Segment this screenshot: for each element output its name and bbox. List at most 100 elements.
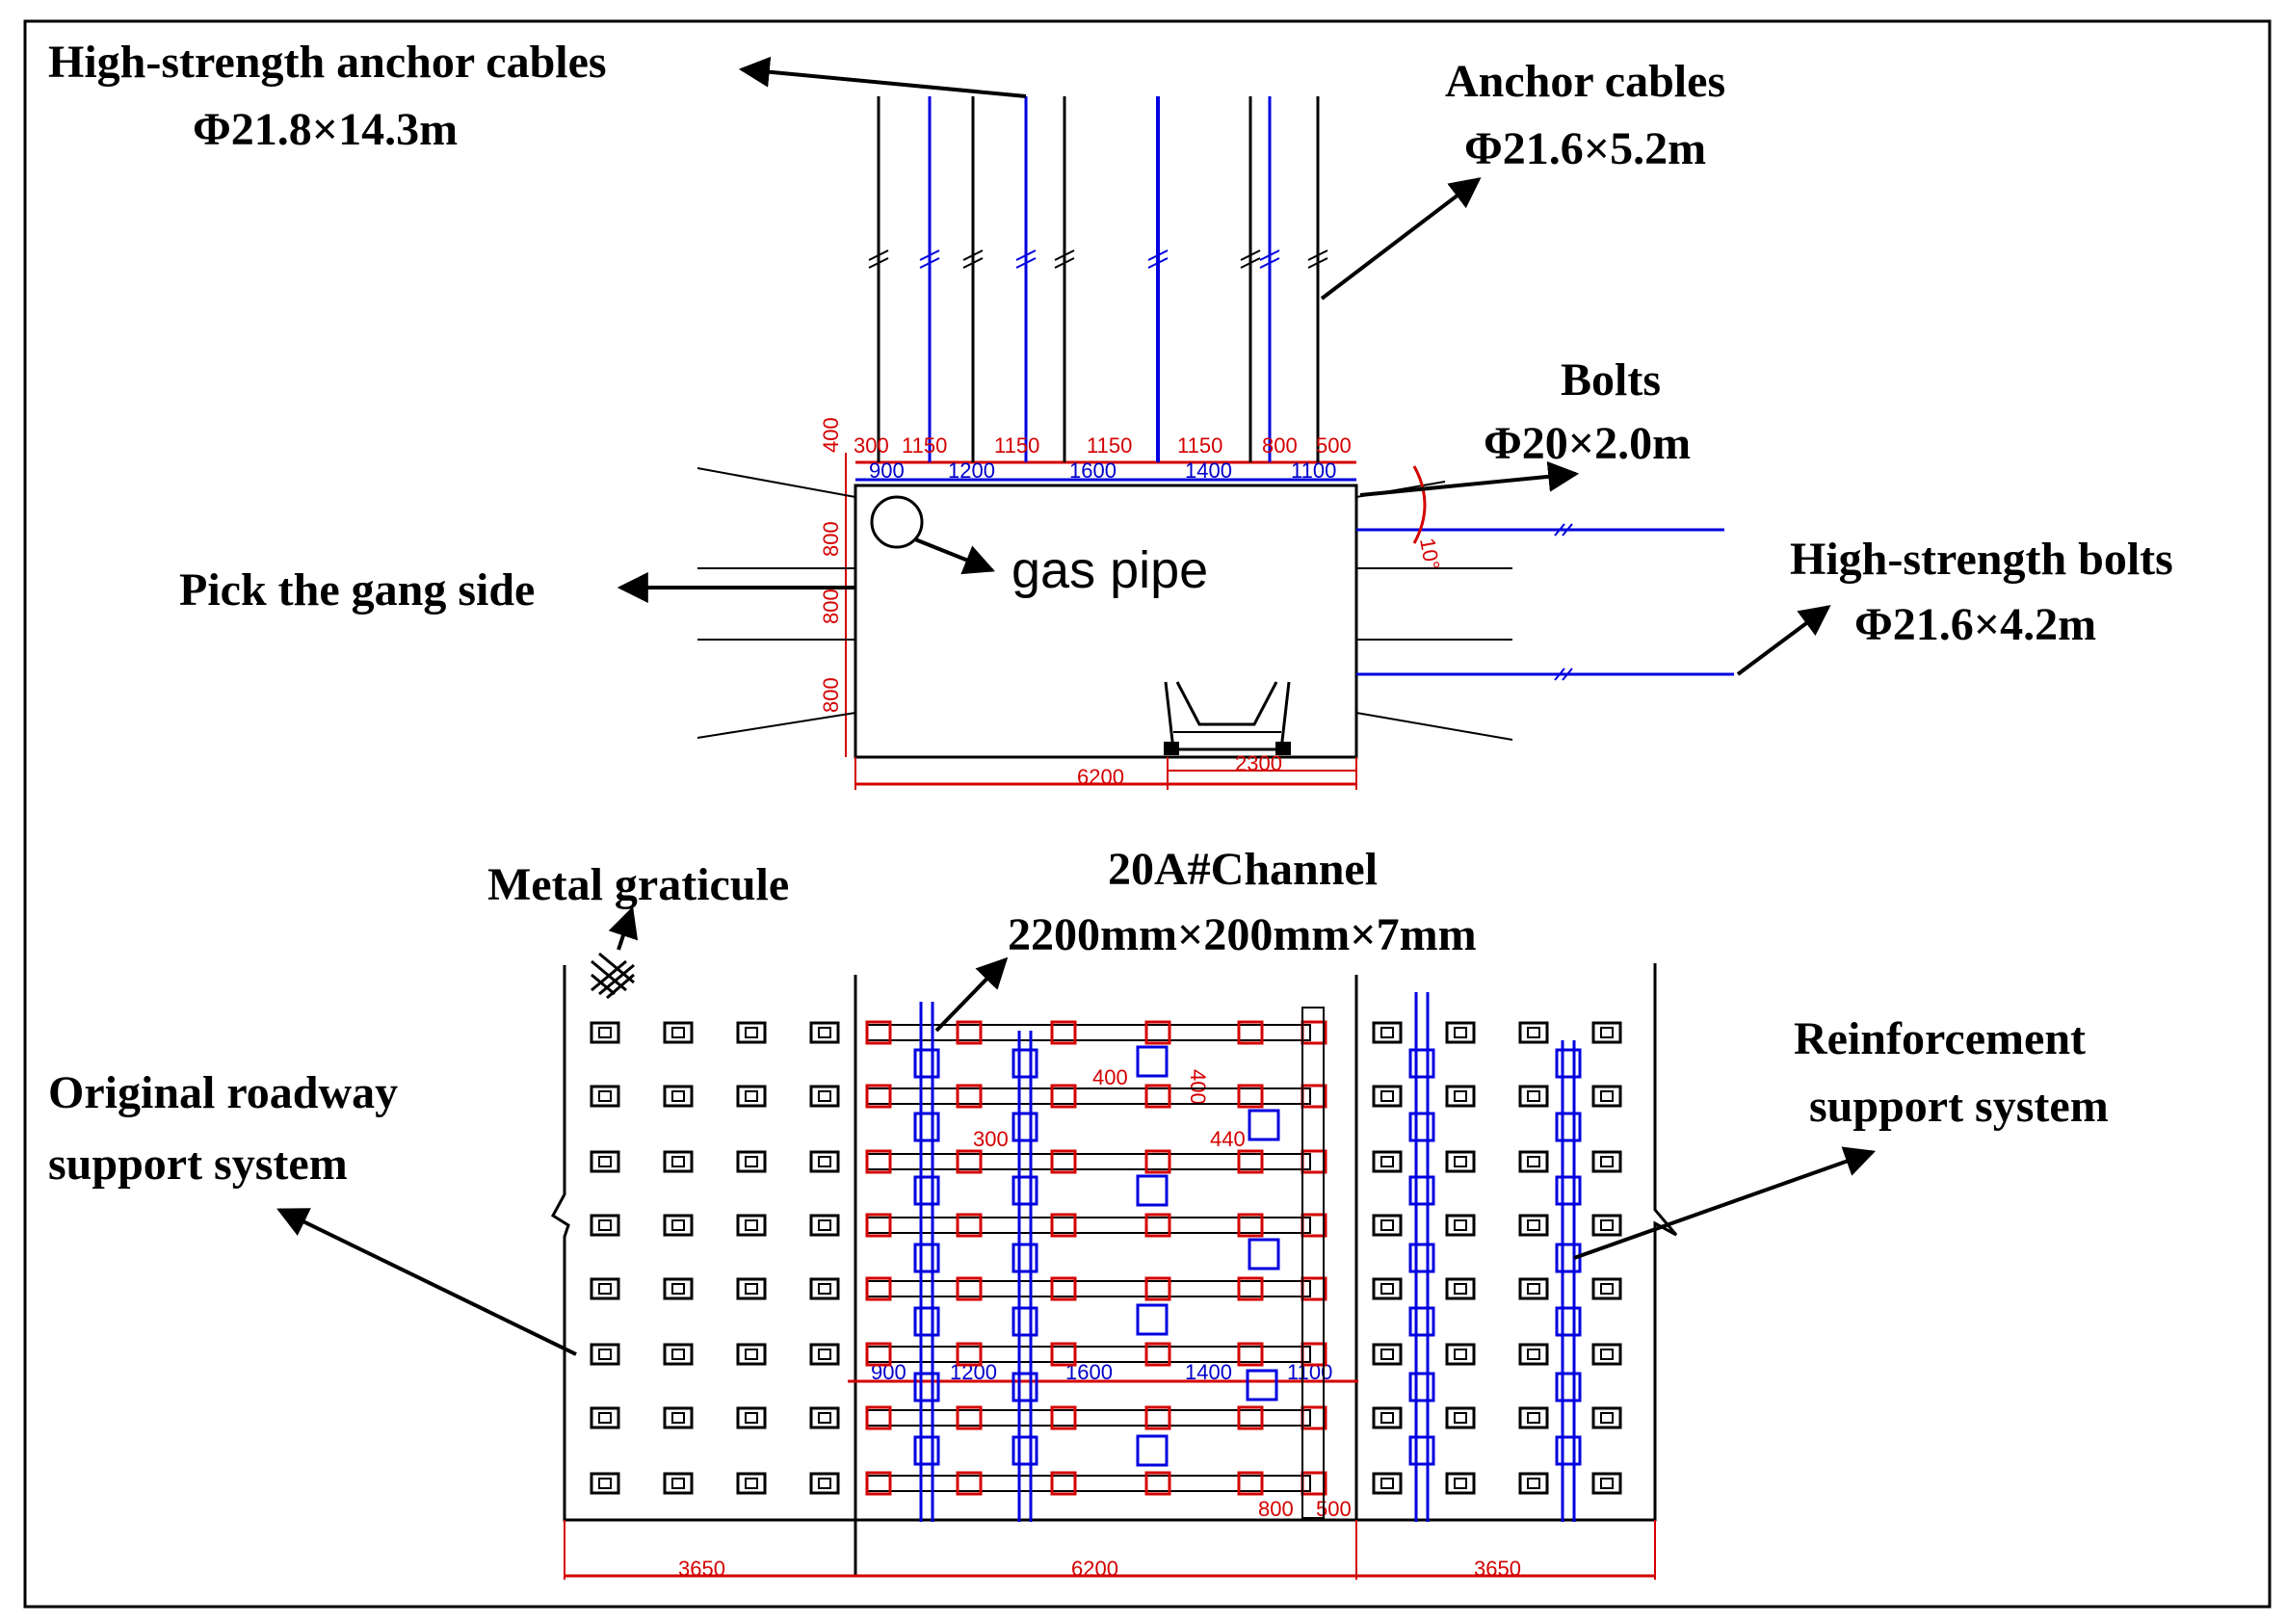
red-plate [1050, 1471, 1077, 1496]
bearing-plate-core [1600, 1156, 1614, 1167]
bearing-plate [1591, 1343, 1622, 1366]
red-plate [865, 1020, 892, 1045]
bearing-plate-core [1527, 1027, 1540, 1038]
bearing-plate-core [598, 1478, 612, 1489]
red-plate [1050, 1405, 1077, 1430]
bearing-plate-core [671, 1156, 685, 1167]
red-plate [865, 1342, 892, 1367]
red-plate [1144, 1213, 1171, 1238]
svg-text:300: 300 [973, 1127, 1009, 1151]
svg-text:300: 300 [854, 433, 889, 458]
bearing-plate-core [818, 1027, 831, 1038]
bearing-plate-core [818, 1283, 831, 1295]
blue-plate [1012, 1048, 1038, 1079]
red-plate [956, 1020, 983, 1045]
blue-plate [1012, 1306, 1038, 1337]
bearing-plate-core [818, 1219, 831, 1231]
bearing-plate-core [745, 1027, 758, 1038]
bearing-plate-core [1527, 1283, 1540, 1295]
blue-plate [1555, 1243, 1582, 1273]
bearing-plate [736, 1214, 767, 1237]
svg-text:800: 800 [1262, 433, 1298, 458]
bearing-plate [1445, 1406, 1476, 1429]
bearing-plate [1445, 1150, 1476, 1173]
bearing-plate-core [745, 1349, 758, 1360]
bearing-plate [1372, 1343, 1403, 1366]
anchor-cables-title: Anchor cables [1445, 56, 1725, 107]
bearing-plate-core [671, 1219, 685, 1231]
bearing-plate-core [1527, 1412, 1540, 1424]
red-plate [1237, 1342, 1264, 1367]
blue-plate [1012, 1435, 1038, 1466]
svg-text:1150: 1150 [902, 433, 947, 458]
svg-text:800: 800 [819, 589, 843, 624]
bearing-plate-core [598, 1156, 612, 1167]
blue-plate [913, 1112, 940, 1142]
bearing-plate-core [818, 1349, 831, 1360]
plan-dim-right: 3650 [1474, 1557, 1521, 1581]
blue-plate [1408, 1306, 1435, 1337]
blue-square [1136, 1174, 1169, 1207]
bearing-plate [809, 1021, 840, 1044]
bearing-plate-core [745, 1478, 758, 1489]
red-plate [1050, 1020, 1077, 1045]
blue-plate [913, 1175, 940, 1206]
svg-text:800: 800 [819, 677, 843, 713]
bearing-plate [736, 1406, 767, 1429]
bearing-plate-core [1600, 1349, 1614, 1360]
reinforcement-label-1: Reinforcement [1794, 1013, 2086, 1064]
bearing-plate [1372, 1277, 1403, 1300]
bearing-plate [663, 1214, 694, 1237]
red-plate [1050, 1342, 1077, 1367]
track-icon [1164, 681, 1291, 755]
bearing-plate-core [1380, 1156, 1394, 1167]
bearing-plate-core [1380, 1283, 1394, 1295]
svg-text:1100: 1100 [1291, 458, 1336, 483]
red-plate [956, 1084, 983, 1109]
bearing-plate [663, 1472, 694, 1495]
blue-plate [1555, 1175, 1582, 1206]
bearing-plate-core [598, 1090, 612, 1102]
bearing-plate [590, 1277, 620, 1300]
red-plate [1050, 1276, 1077, 1301]
bearing-plate-core [1380, 1349, 1394, 1360]
bearing-plate-core [1380, 1478, 1394, 1489]
figure-border [23, 19, 2272, 1609]
blue-square [1136, 1434, 1169, 1467]
hs-anchor-cables-title: High-strength anchor cables [48, 37, 607, 88]
gas-pipe-circle [870, 495, 924, 549]
bearing-plate-core [745, 1090, 758, 1102]
red-plate [1050, 1149, 1077, 1174]
bearing-plate-core [598, 1219, 612, 1231]
bearing-plate-core [1527, 1156, 1540, 1167]
bearing-plate [590, 1472, 620, 1495]
red-plate [956, 1149, 983, 1174]
bearing-plate-core [745, 1219, 758, 1231]
roof-cables [868, 96, 1328, 462]
red-plate [1237, 1405, 1264, 1430]
bearing-plate [1518, 1085, 1549, 1108]
bearing-plate-core [818, 1090, 831, 1102]
bearing-plate-core [745, 1412, 758, 1424]
graticule-icon [591, 952, 635, 1000]
red-plate [1144, 1276, 1171, 1301]
bearing-plate-core [818, 1156, 831, 1167]
original-support-label-1: Original roadway [48, 1067, 398, 1118]
bearing-plate-core [598, 1027, 612, 1038]
blue-plate [1408, 1175, 1435, 1206]
bearing-plate [590, 1214, 620, 1237]
bearing-plate [1372, 1021, 1403, 1044]
bearing-plate [736, 1343, 767, 1366]
bearing-plate [1518, 1406, 1549, 1429]
bearing-plate [809, 1214, 840, 1237]
bearing-plate [590, 1021, 620, 1044]
svg-text:440: 440 [1210, 1127, 1246, 1151]
svg-text:1200: 1200 [948, 458, 995, 483]
blue-plate [913, 1048, 940, 1079]
plan-view: 3650 6200 3650 900 1200 1600 1400 1100 4… [551, 952, 1678, 1581]
red-plate [865, 1471, 892, 1496]
bearing-plate [1518, 1021, 1549, 1044]
bearing-plate [1591, 1277, 1622, 1300]
blue-plate [913, 1372, 940, 1402]
